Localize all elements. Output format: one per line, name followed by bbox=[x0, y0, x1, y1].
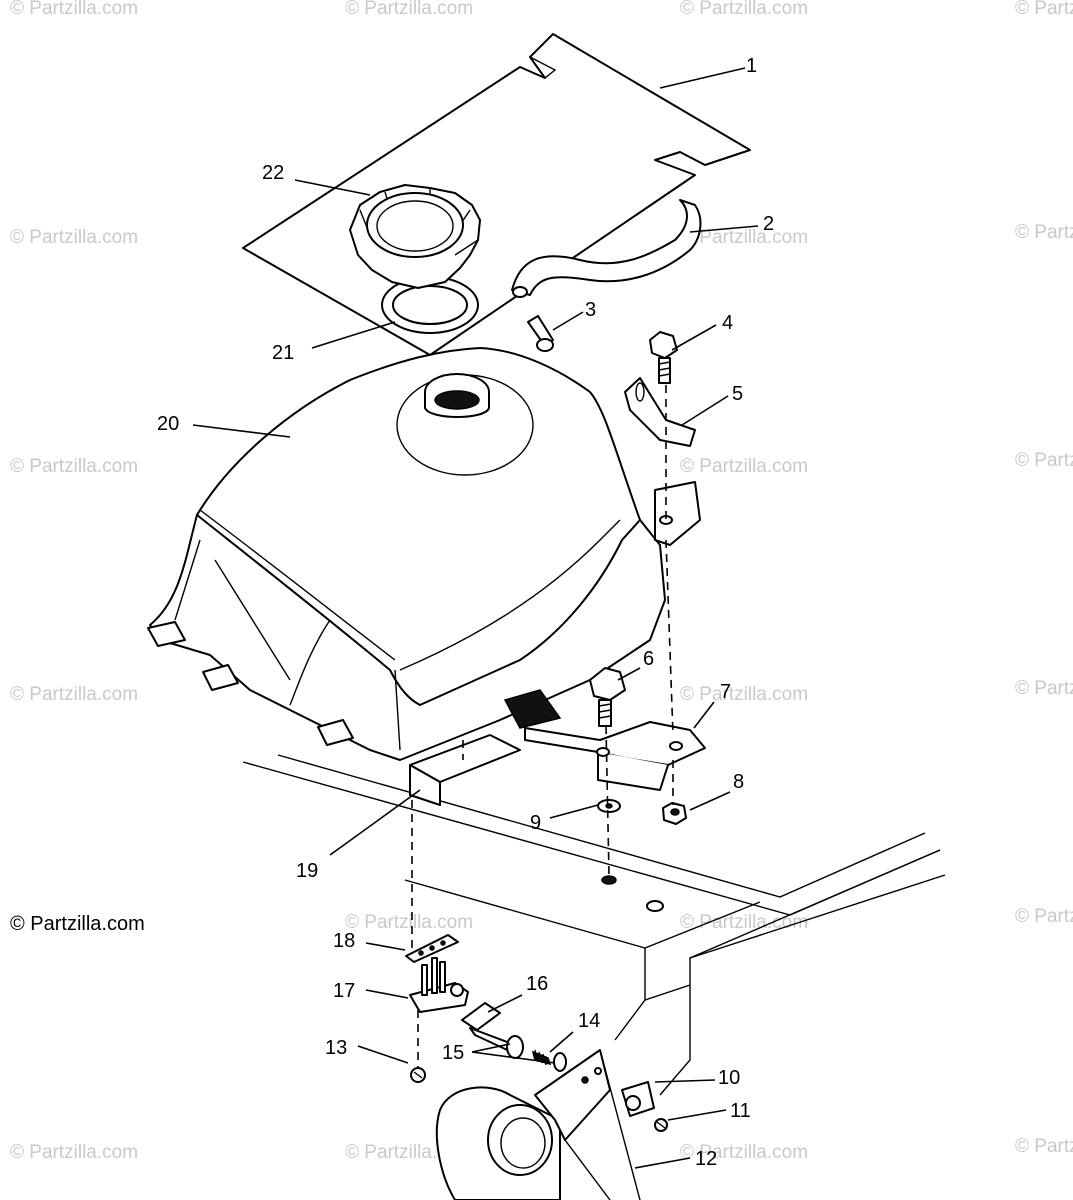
watermark: © Partzilla.com bbox=[1015, 0, 1073, 19]
callout-19[interactable]: 19 bbox=[296, 860, 318, 882]
watermark: © Partzilla.com bbox=[680, 684, 808, 705]
callout-12[interactable]: 12 bbox=[695, 1148, 717, 1170]
watermark: © Partzilla.com bbox=[1015, 906, 1073, 927]
frame-hole bbox=[601, 875, 617, 885]
frame bbox=[242, 754, 946, 1096]
part-17-fuel-valve[interactable] bbox=[409, 957, 469, 1013]
watermark: © Partzilla.com bbox=[1015, 450, 1073, 471]
part-13-screw[interactable] bbox=[410, 1067, 426, 1083]
part-10-cable-clamp[interactable] bbox=[621, 1081, 655, 1117]
watermark: © Partzilla.com bbox=[680, 227, 808, 248]
part-6-bolt[interactable] bbox=[589, 667, 626, 727]
callout-11[interactable]: 11 bbox=[730, 1100, 751, 1122]
callout-17[interactable]: 17 bbox=[333, 980, 355, 1002]
part-21-gasket[interactable] bbox=[381, 276, 479, 334]
callout-18[interactable]: 18 bbox=[333, 930, 355, 952]
frame-hole bbox=[646, 900, 664, 912]
watermark: © Partzilla.com bbox=[1015, 1136, 1073, 1157]
callout-1[interactable]: 1 bbox=[746, 55, 757, 77]
part-9-washer[interactable] bbox=[597, 799, 621, 813]
part-18-valve-plate[interactable] bbox=[405, 934, 459, 963]
watermark: © Partzilla.com bbox=[10, 1142, 138, 1163]
watermark: © Partzilla.com bbox=[680, 0, 808, 19]
callouts: 1 2 3 4 5 6 7 8 9 10 11 12 13 14 15 16 1… bbox=[157, 55, 774, 1170]
part-12-handlebar-bracket[interactable] bbox=[435, 1049, 641, 1200]
callout-5[interactable]: 5 bbox=[732, 383, 743, 405]
callout-6[interactable]: 6 bbox=[643, 648, 654, 670]
watermark: © Partzilla.com bbox=[10, 456, 138, 477]
part-7-bracket[interactable] bbox=[524, 721, 706, 791]
part-2-vent-hose[interactable] bbox=[511, 199, 702, 298]
watermark: © Partzilla.com bbox=[1015, 222, 1073, 243]
callout-20[interactable]: 20 bbox=[157, 413, 179, 435]
callout-10[interactable]: 10 bbox=[718, 1067, 740, 1089]
watermark: © Partzilla.com bbox=[10, 227, 138, 248]
callout-15[interactable]: 15 bbox=[442, 1042, 464, 1064]
callout-22[interactable]: 22 bbox=[262, 162, 284, 184]
watermark: © Partzilla.com bbox=[345, 912, 473, 933]
watermark: © Partzilla.com bbox=[680, 1142, 808, 1163]
callout-16[interactable]: 16 bbox=[526, 973, 548, 995]
callout-8[interactable]: 8 bbox=[733, 771, 744, 793]
part-3-elbow-fitting[interactable] bbox=[527, 315, 554, 352]
callout-9[interactable]: 9 bbox=[530, 812, 541, 834]
watermark: © Partzilla.com bbox=[1015, 678, 1073, 699]
part-16-valve-knob[interactable] bbox=[461, 1002, 519, 1056]
watermark: © Partzilla.com bbox=[680, 456, 808, 477]
callout-14[interactable]: 14 bbox=[578, 1010, 600, 1032]
callout-3[interactable]: 3 bbox=[585, 299, 596, 321]
part-5-strap-bracket[interactable] bbox=[624, 377, 696, 447]
watermark: © Partzilla.com bbox=[10, 684, 138, 705]
callout-21[interactable]: 21 bbox=[272, 342, 294, 364]
part-20-fuel-tank[interactable] bbox=[147, 347, 701, 761]
callout-13[interactable]: 13 bbox=[325, 1037, 347, 1059]
callout-2[interactable]: 2 bbox=[763, 213, 774, 235]
part-19-pad[interactable] bbox=[409, 734, 521, 806]
watermark: © Partzilla.com bbox=[10, 0, 138, 19]
leader-lines bbox=[192, 67, 759, 1169]
part-11-screw[interactable] bbox=[654, 1118, 668, 1132]
part-4-bolt[interactable] bbox=[649, 331, 678, 384]
part-1-tank-cover[interactable] bbox=[242, 33, 751, 356]
watermark: © Partzilla.com bbox=[680, 912, 808, 933]
watermark: © Partzilla.com bbox=[345, 0, 473, 19]
callout-4[interactable]: 4 bbox=[722, 312, 733, 334]
assembly-lines bbox=[411, 385, 674, 1068]
copyright-notice: © Partzilla.com bbox=[10, 913, 145, 935]
part-8-nut[interactable] bbox=[662, 802, 687, 825]
part-22-fuel-cap[interactable] bbox=[349, 184, 481, 289]
callout-7[interactable]: 7 bbox=[720, 681, 731, 703]
